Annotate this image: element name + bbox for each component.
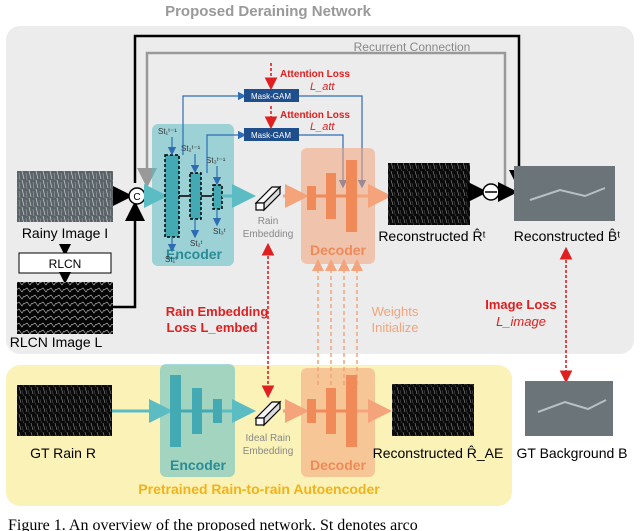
ae-decoder-label: Decoder (310, 457, 367, 473)
stage-label-1-prev: St₁ᵗ⁻¹ (158, 127, 177, 136)
rain-embedding-label-1: Rain (258, 216, 279, 227)
reconstructed-rae-image (392, 384, 474, 436)
gt-rain-label: GT Rain R (30, 445, 96, 461)
weights-initialize-label-2: Initialize (372, 320, 419, 335)
rain-embedding-loss-label-1: Rain Embedding (166, 304, 269, 319)
image-loss-label-2: L_image (496, 314, 546, 329)
attention-loss-label-1: Attention Loss (280, 69, 350, 80)
ideal-rain-embedding-cube (254, 400, 282, 427)
image-loss-label-1: Image Loss (485, 297, 557, 312)
gt-background-image (525, 381, 613, 436)
attention-loss-symbol-1: L_att (310, 81, 335, 93)
reconstructed-r-image (388, 163, 470, 225)
reconstructed-r-label: Reconstructed R̂ᵗ (378, 228, 485, 244)
weights-initialize-label-1: Weights (372, 304, 419, 319)
ideal-rain-embedding-label-1: Ideal Rain (245, 433, 290, 444)
top-loop-line (133, 34, 529, 190)
mask-gam-box-2 (244, 128, 299, 141)
ideal-rain-embedding-label-2: Embedding (243, 446, 294, 457)
rlcn-box-label: RLCN (49, 257, 82, 271)
mask-gam-label-2: Mask-GAM (251, 131, 291, 140)
stage-label-2: St₂ᵗ (190, 239, 203, 248)
rain-embedding-loss-label-2: Loss L_embed (166, 320, 257, 335)
stage-label-3-prev: St₃ᵗ⁻¹ (206, 156, 226, 165)
mask-gam-box-1 (244, 89, 299, 102)
rain-embedding-label-2: Embedding (243, 229, 294, 240)
figure-title: Proposed Deraining Network (165, 3, 372, 20)
gt-rain-image (17, 385, 112, 436)
reconstructed-b-image (514, 166, 615, 221)
autoencoder-title: Pretrained Rain-to-rain Autoencoder (138, 481, 380, 497)
rlcn-image (17, 282, 113, 334)
mask-gam-label-1: Mask-GAM (251, 92, 291, 101)
rainy-image (17, 171, 113, 222)
figure-caption: Figure 1. An overview of the proposed ne… (8, 517, 418, 531)
reconstructed-rae-label: Reconstructed R̂_AE (373, 445, 504, 461)
concat-symbol: C (133, 192, 140, 203)
rainy-image-label: Rainy Image I (22, 225, 108, 241)
reconstructed-b-label: Reconstructed B̂ᵗ (514, 228, 621, 244)
recurrent-connection-label: Recurrent Connection (354, 40, 471, 54)
stage-label-1: St₁ᵗ (165, 255, 177, 264)
encoder-label: Encoder (166, 246, 223, 262)
attention-loss-symbol-2: L_att (310, 121, 335, 133)
rain-embedding-cube (254, 185, 282, 212)
ae-encoder-label: Encoder (170, 457, 227, 473)
gt-background-label: GT Background B (516, 445, 627, 461)
stage-label-3: St₃ᵗ (213, 227, 226, 236)
attention-loss-label-2: Attention Loss (280, 110, 350, 121)
stage-label-2-prev: St₂ᵗ⁻¹ (181, 144, 201, 153)
rlcn-image-label: RLCN Image L (10, 334, 103, 350)
decoder-label: Decoder (310, 242, 367, 258)
